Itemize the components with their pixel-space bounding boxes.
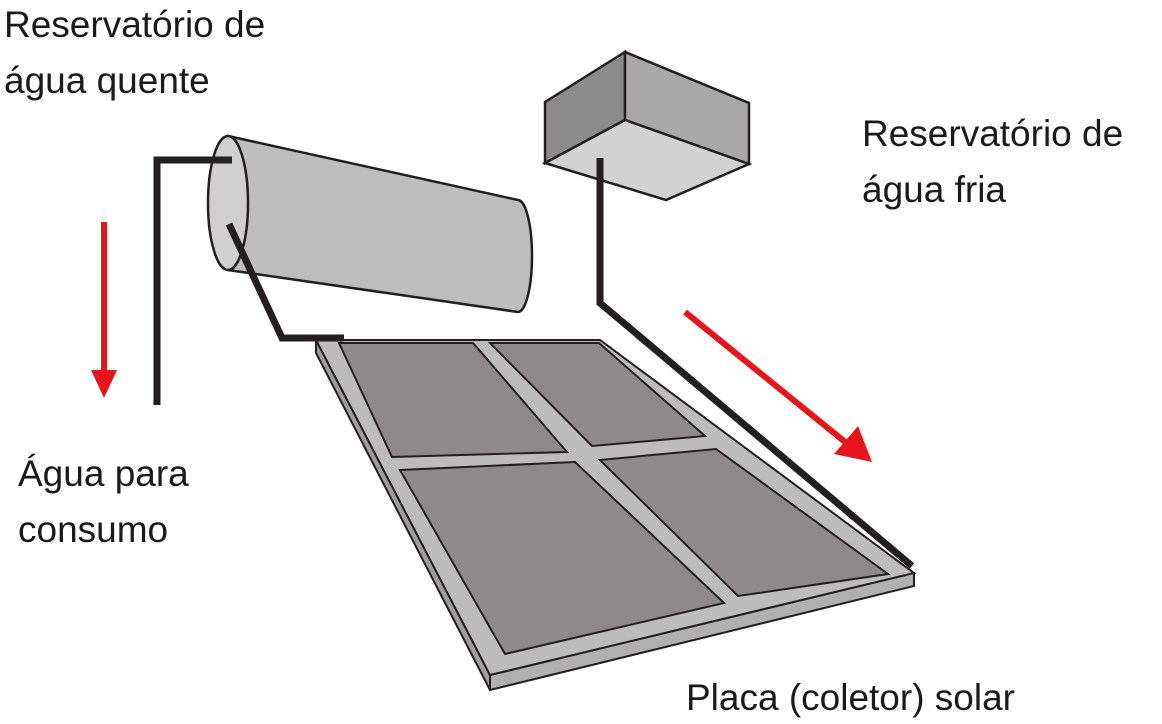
arrow-down-right-icon (683, 309, 872, 462)
arrow-down-icon (91, 222, 117, 398)
cold-supply-pipe (596, 158, 915, 569)
hot-tank-label-line-2: água quente (4, 60, 210, 101)
cold-water-tank (541, 49, 753, 202)
cold-tank-bottom-face (541, 118, 753, 202)
consumption-label: Água para consumo (18, 446, 189, 558)
flow-arrows (91, 222, 872, 462)
solar-collector (314, 339, 917, 692)
hot-tank-body (226, 134, 534, 314)
hot-tank-label: Reservatório de água quente (4, 0, 265, 109)
panel-cell (398, 460, 727, 656)
consumption-label-line-2: consumo (18, 509, 169, 550)
hot-tank-label-line-1: Reservatório de (4, 4, 266, 45)
panel-cell (597, 447, 891, 598)
panel-cell (337, 342, 570, 459)
consumption-pipe (153, 156, 232, 405)
panel-cell (487, 342, 708, 448)
cold-tank-label-line-2: água fria (862, 169, 1006, 210)
pipes (153, 156, 915, 569)
collector-label: Placa (coletor) solar (686, 670, 1015, 724)
cold-tank-label: Reservatório de água fria (862, 106, 1123, 218)
collector-label-text: Placa (coletor) solar (686, 677, 1016, 718)
cold-tank-label-line-1: Reservatório de (862, 113, 1124, 154)
tank-to-panel-pipe (225, 222, 344, 342)
consumption-label-line-1: Água para (18, 453, 189, 494)
